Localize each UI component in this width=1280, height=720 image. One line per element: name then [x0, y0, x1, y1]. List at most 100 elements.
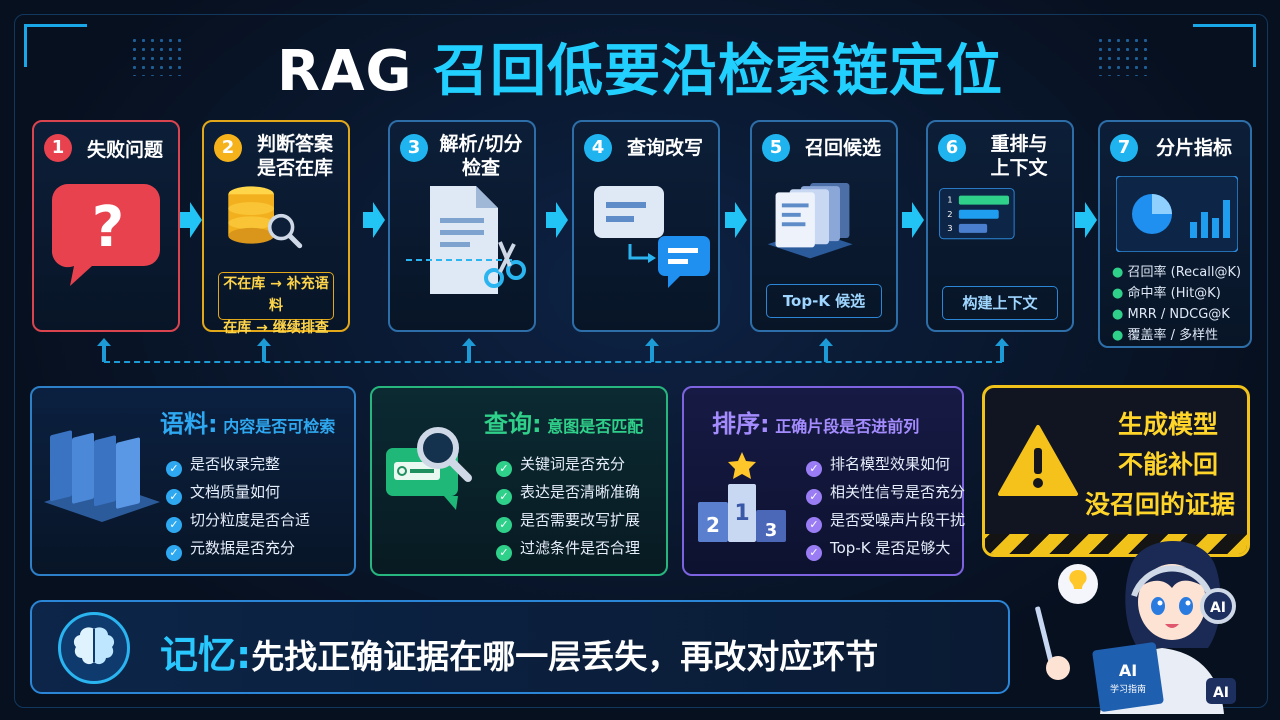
panel-title: 查询:: [484, 410, 542, 438]
rank-number: 3: [947, 223, 952, 233]
step-number: 4: [584, 134, 612, 162]
title-part-1: RAG: [277, 39, 433, 104]
step-label-line: 上下文: [990, 157, 1048, 179]
step-5-card: 5 召回候选 Top-K 候选: [750, 120, 898, 332]
step-label-line: 解析/切分: [439, 133, 523, 155]
book-subtitle: 学习指南: [1110, 683, 1146, 695]
flow-arrow-icon: [1075, 202, 1097, 238]
flow-arrow-icon: [363, 202, 385, 238]
outcome-line: 在库 → 继续排查: [223, 320, 329, 336]
list-item-text: 关键词是否充分: [520, 455, 626, 473]
step-number: 6: [938, 134, 966, 162]
step-4-card: 4 查询改写: [572, 120, 720, 332]
list-item: ✓相关性信号是否充分: [806, 478, 965, 506]
rerank-list-icon: 1 2 3: [939, 188, 1015, 240]
dot-pattern: [1096, 36, 1150, 76]
memory-message: 先找正确证据在哪一层丢失，再改对应环节: [251, 637, 879, 676]
flow-arrow-icon: [180, 202, 202, 238]
step-2-card: 2 判断答案 是否在库 不在库 → 补充语料 在库 → 继续排查: [202, 120, 350, 336]
list-item: ✓是否需要改写扩展: [496, 506, 640, 534]
panel-heading: 排序: 正确片段是否进前列: [712, 404, 919, 439]
up-arrow-icon: [645, 338, 659, 362]
podium-icon: 1 2 3: [698, 452, 786, 542]
list-item-text: 元数据是否充分: [190, 539, 296, 557]
check-icon: ✓: [496, 489, 512, 505]
metric-text: 召回率 (Recall@K): [1127, 265, 1242, 280]
ranking-panel: 1 2 3 排序: 正确片段是否进前列 ✓排名模型效果如何 ✓相关性信号是否充分…: [682, 386, 965, 576]
check-icon: ✓: [806, 517, 822, 533]
brain-shape: [73, 627, 115, 665]
corner-decoration: [24, 24, 87, 67]
metric-item: ● 命中率 (Hit@K): [1112, 283, 1241, 304]
bullet-icon: ●: [1112, 286, 1128, 301]
metric-item: ● 召回率 (Recall@K): [1112, 262, 1241, 283]
star-icon: [728, 452, 756, 479]
step-number: 1: [44, 134, 72, 162]
list-item-text: 切分粒度是否合适: [190, 511, 311, 529]
step-label-line: 重排与: [990, 133, 1048, 155]
badge-icon: [1206, 678, 1236, 704]
step-5-tag: Top-K 候选: [766, 284, 882, 318]
check-icon: ✓: [496, 545, 512, 561]
podium-number: 2: [706, 513, 720, 537]
checklist: ✓关键词是否充分 ✓表达是否清晰准确 ✓是否需要改写扩展 ✓过滤条件是否合理: [496, 450, 640, 562]
bullet-icon: ●: [1112, 328, 1128, 343]
check-icon: ✓: [166, 489, 182, 505]
list-item: ✓过滤条件是否合理: [496, 534, 640, 562]
feedback-line: [104, 361, 1002, 363]
list-item: ✓Top-K 是否足够大: [806, 534, 965, 562]
flow-arrow-icon: [725, 202, 747, 238]
list-item: ✓ 元数据是否充分: [166, 534, 310, 562]
warning-line: 不能补回: [1117, 450, 1218, 479]
list-item: ✓表达是否清晰准确: [496, 478, 640, 506]
list-item-text: 是否需要改写扩展: [520, 511, 641, 529]
outer-frame: [14, 14, 1268, 708]
step-label: 失败问题: [86, 139, 163, 161]
query-panel: 查询: 意图是否匹配 ✓关键词是否充分 ✓表达是否清晰准确 ✓是否需要改写扩展 …: [370, 386, 668, 576]
flow-arrow-icon: [546, 202, 568, 238]
step-label-line: 判断答案: [256, 133, 333, 155]
step-label: 重排与 上下文: [972, 132, 1066, 180]
step-label: 解析/切分 检查: [434, 132, 528, 180]
corpus-panel: 语料: 内容是否可检索 ✓是否收录完整 ✓文档质量如何 ✓切分粒度是否合适 ✓元…: [30, 386, 356, 576]
book-title: AI: [1119, 661, 1137, 680]
list-item: ✓是否收录完整: [166, 450, 310, 478]
corner-decoration: [1193, 24, 1256, 67]
search-query-icon: [386, 427, 472, 510]
check-icon: ✓: [166, 545, 182, 561]
rank-number: 2: [947, 209, 952, 219]
warning-line: 没召回的证据: [1084, 490, 1235, 519]
panel-subtitle: 内容是否可检索: [223, 417, 336, 436]
svg-text:?: ?: [92, 195, 124, 260]
up-arrow-icon: [97, 338, 111, 362]
up-arrow-icon: [995, 338, 1009, 362]
panel-subtitle: 正确片段是否进前列: [775, 417, 920, 436]
metric-text: 命中率 (Hit@K): [1127, 286, 1221, 301]
step-label-line: 检查: [461, 157, 500, 179]
document-scissors-icon: [406, 186, 526, 294]
up-arrow-icon: [462, 338, 476, 362]
badge-label: AI: [1213, 685, 1229, 701]
metric-item: ● MRR / NDCG@K: [1112, 304, 1241, 325]
list-item: ✓关键词是否充分: [496, 450, 640, 478]
podium-number: 1: [734, 501, 749, 526]
check-icon: ✓: [166, 517, 182, 533]
metrics-list: ● 召回率 (Recall@K) ● 命中率 (Hit@K) ● MRR / N…: [1112, 262, 1241, 346]
warning-triangle-icon: [998, 425, 1078, 496]
dot-pattern: [130, 36, 184, 76]
headphone-label: AI: [1210, 600, 1226, 616]
outcome-line: 不在库 → 补充语料: [223, 276, 329, 314]
headphone-icon: [1200, 588, 1236, 624]
list-item-text: Top-K 是否足够大: [830, 539, 951, 557]
book-icon: [1092, 642, 1164, 712]
step-label: 召回候选: [804, 137, 881, 159]
step-label: 查询改写: [626, 137, 703, 159]
books-icon: [44, 430, 160, 522]
brain-icon: [58, 612, 130, 684]
step-number: 5: [762, 134, 790, 162]
step-6-tag: 构建上下文: [942, 286, 1058, 320]
title-part-2: 召回低要沿检索链定位: [432, 39, 1003, 104]
up-arrow-icon: [257, 338, 271, 362]
bullet-icon: ●: [1112, 307, 1128, 322]
panel-title: 语料:: [160, 410, 218, 438]
